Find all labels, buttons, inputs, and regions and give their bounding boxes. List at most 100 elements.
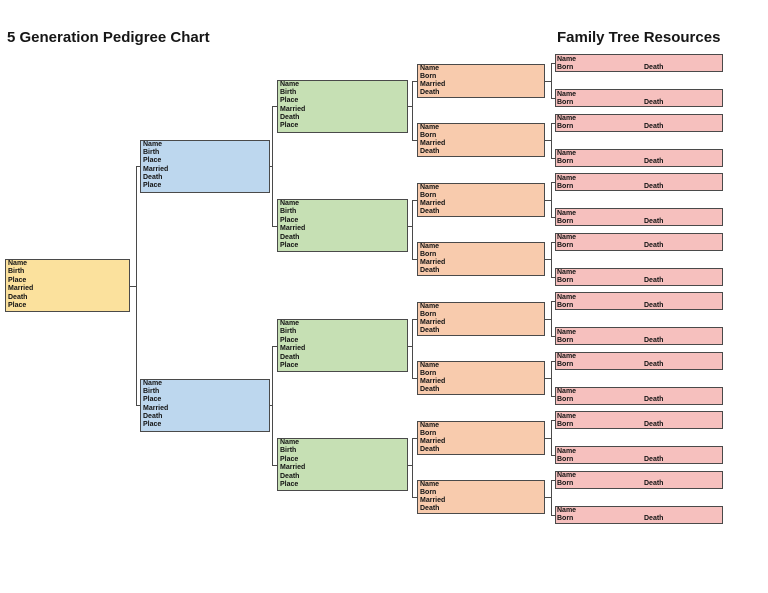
- field-label-name: Name: [280, 80, 300, 88]
- field-label-born: Born: [557, 301, 574, 309]
- connector-stub-top-gen3-1: [412, 80, 417, 82]
- field-label-born: Born: [557, 123, 574, 130]
- connector-bracket-gen4-6: [551, 360, 552, 397]
- field-label-place: Place: [143, 396, 162, 404]
- field-label-death: Death: [644, 361, 664, 368]
- field-label-married: Married: [280, 105, 306, 113]
- field-label-born: Born: [420, 72, 437, 80]
- connector-stub-top-gen4-3: [551, 182, 555, 183]
- connector-trunk-gen3-2: [408, 225, 413, 227]
- field-label-born: Born: [420, 429, 437, 437]
- connector-bracket-gen4-4: [551, 241, 552, 278]
- field-label-place: Place: [143, 421, 162, 429]
- field-label-name: Name: [420, 243, 440, 250]
- field-label-name: Name: [557, 115, 577, 122]
- field-label-married: Married: [143, 165, 169, 173]
- connector-trunk-gen4-4: [545, 259, 552, 260]
- field-label-place: Place: [280, 361, 299, 369]
- field-label-born: Born: [557, 420, 574, 428]
- field-label-death: Death: [280, 114, 300, 122]
- connector-stub-top-gen2-2: [272, 345, 277, 347]
- field-label-place: Place: [280, 241, 299, 249]
- field-label-death: Death: [644, 396, 664, 403]
- field-label-death: Death: [420, 207, 440, 215]
- connector-stub-bottom-gen3-3: [412, 378, 417, 379]
- connector-stub-bottom-gen1-1: [136, 405, 140, 406]
- field-label-birth: Birth: [280, 447, 297, 455]
- field-label-born: Born: [557, 396, 574, 403]
- field-label-married: Married: [143, 404, 169, 412]
- field-label-name: Name: [420, 481, 440, 488]
- field-label-place: Place: [143, 182, 162, 190]
- connector-bracket-gen1-1: [136, 166, 137, 406]
- connector-trunk-gen2-2: [270, 405, 273, 406]
- field-label-born: Born: [557, 336, 574, 344]
- connector-stub-top-gen2-1: [272, 106, 277, 107]
- connector-trunk-gen4-5: [545, 318, 552, 320]
- connector-stub-bottom-gen4-4: [551, 276, 555, 278]
- field-label-name: Name: [557, 328, 577, 336]
- field-label-married: Married: [8, 285, 34, 293]
- field-label-name: Name: [557, 150, 577, 157]
- field-label-death: Death: [644, 480, 664, 487]
- field-label-name: Name: [280, 320, 300, 327]
- connector-bracket-gen3-1: [412, 80, 413, 141]
- field-label-death: Death: [143, 413, 163, 421]
- field-label-name: Name: [557, 90, 577, 98]
- field-label-married: Married: [280, 345, 306, 353]
- field-label-name: Name: [557, 209, 577, 217]
- connector-stub-bottom-gen3-4: [412, 497, 417, 498]
- field-label-death: Death: [420, 148, 440, 155]
- field-label-married: Married: [420, 199, 446, 207]
- connector-stub-bottom-gen4-6: [551, 395, 555, 397]
- connector-trunk-gen3-1: [408, 106, 413, 107]
- field-label-death: Death: [420, 267, 440, 274]
- field-label-death: Death: [644, 301, 664, 309]
- field-label-birth: Birth: [280, 328, 297, 336]
- field-label-born: Born: [420, 310, 437, 318]
- field-label-married: Married: [280, 464, 306, 472]
- connector-bracket-gen3-4: [412, 437, 413, 498]
- field-label-death: Death: [644, 63, 664, 71]
- field-label-born: Born: [557, 217, 574, 225]
- field-label-place: Place: [143, 157, 162, 165]
- field-label-married: Married: [420, 437, 446, 445]
- field-label-born: Born: [557, 158, 574, 165]
- field-label-place: Place: [8, 276, 27, 284]
- field-label-name: Name: [557, 353, 577, 360]
- field-label-name: Name: [420, 183, 440, 191]
- connector-stub-top-gen3-4: [412, 437, 417, 439]
- connector-stub-top-gen4-6: [551, 360, 555, 362]
- field-label-place: Place: [280, 480, 299, 488]
- field-label-place: Place: [8, 301, 27, 309]
- field-label-born: Born: [557, 361, 574, 368]
- connector-stub-top-gen1-1: [136, 166, 140, 167]
- field-label-birth: Birth: [280, 208, 297, 216]
- field-label-name: Name: [557, 388, 577, 395]
- field-label-place: Place: [280, 122, 299, 130]
- chart-title: 5 Generation Pedigree Chart: [7, 29, 210, 46]
- connector-trunk-gen2-1: [270, 166, 273, 167]
- field-label-name: Name: [557, 447, 577, 455]
- connector-stub-bottom-gen4-7: [551, 455, 555, 456]
- field-label-born: Born: [420, 132, 437, 139]
- field-label-born: Born: [420, 251, 437, 258]
- connector-bracket-gen4-7: [551, 420, 552, 456]
- connector-trunk-gen4-3: [545, 199, 552, 201]
- field-label-death: Death: [420, 445, 440, 453]
- field-label-death: Death: [420, 386, 440, 393]
- field-label-married: Married: [420, 80, 446, 88]
